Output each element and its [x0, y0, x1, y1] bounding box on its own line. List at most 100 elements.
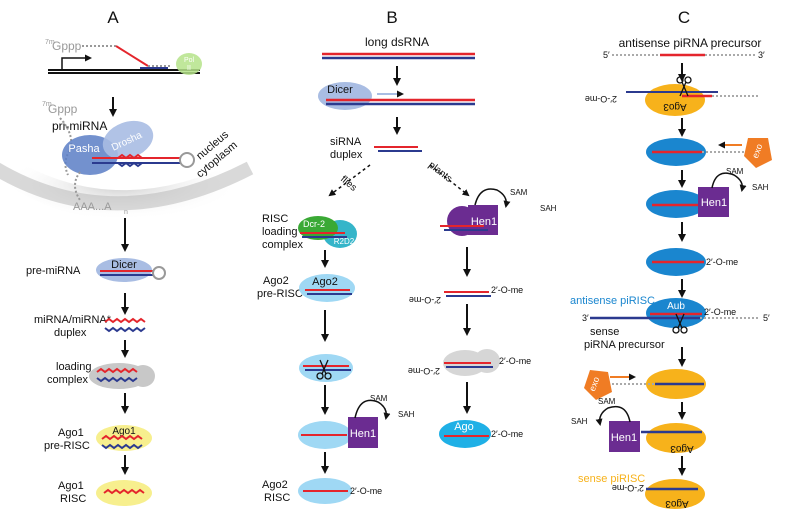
promoter-arrow: [61, 54, 92, 70]
sirna-label-2: duplex: [330, 149, 363, 161]
c-five-prime-1: 5′: [603, 50, 610, 60]
ago1-prerisc-label-2: pre-RISC: [44, 440, 90, 452]
polya-label: AAA...A: [73, 201, 112, 213]
dicer-a-label: Dicer: [111, 259, 137, 271]
risc-loading-label-3: complex: [262, 239, 303, 251]
hen1-c1-label: Hen1: [701, 197, 727, 209]
pasha-label: Pasha: [68, 143, 100, 155]
ago2-prerisc-label-2: pre-RISC: [257, 288, 303, 300]
long-dsrna-label: long dsRNA: [365, 35, 429, 49]
sense-label-1: sense: [590, 326, 619, 338]
sam-b-flies: SAM: [370, 394, 388, 403]
exo-c1-label: exo: [750, 142, 764, 159]
pol-ii-blob: [176, 53, 202, 75]
panel-c: C 5′ antisense piRNA precursor 3′ 2′-O-m…: [570, 8, 772, 509]
scissors-c2-icon: [672, 313, 688, 334]
ago2-risc-label-1: Ago2: [262, 479, 288, 491]
ome-b-plants-2: 2′-O-me: [499, 356, 531, 366]
ome-b-flies: 2′-O-me: [350, 486, 382, 496]
ome-c5: 2′-O-me: [704, 307, 736, 317]
ome-b-plants-rev2: 2′-O-me: [408, 366, 440, 376]
svg-text:Pol: Pol: [184, 57, 195, 64]
duplex-label-2: duplex: [54, 327, 87, 339]
loading-label-1: loading: [56, 361, 91, 373]
pre-mirna-label: pre-miRNA: [26, 265, 81, 277]
duplex-label-1: miRNA/miRNA*: [34, 314, 112, 326]
panel-b-title: B: [386, 8, 397, 27]
cap-superscript: 7m: [45, 39, 55, 46]
ago1-blob-label: Ago1: [112, 426, 136, 437]
sah-b-plants: SAH: [540, 204, 557, 213]
svg-text:II: II: [187, 65, 191, 72]
r2d2-label: R2D2: [334, 237, 355, 246]
ome-c4: 2′-O-me: [706, 257, 738, 267]
polya-subscript: n: [124, 209, 128, 216]
ago3-c1-label: Ago3: [663, 101, 687, 112]
svg-text:7m: 7m: [42, 101, 52, 108]
exo-c2: [584, 370, 612, 400]
ago2-blob-label: Ago2: [312, 276, 338, 288]
ago3-c3-label: Ago3: [670, 443, 694, 454]
panel-a-title: A: [107, 8, 119, 27]
exo-c1: [744, 138, 772, 168]
ago2-cleavage-blob: [299, 354, 353, 382]
ome-b-plants-3: 2′-O-me: [491, 429, 523, 439]
drosha: [102, 120, 154, 160]
ome-b-plants-rev: 2′-O-me: [409, 295, 441, 305]
risc-loading-label-2: loading: [262, 226, 297, 238]
sah-b-flies: SAH: [398, 410, 415, 419]
panel-a: A 7m Gppp Pol II nucleus cytoplasm 7m Gp…: [0, 8, 254, 506]
c-three-prime-1: 3′: [758, 50, 765, 60]
ago-plant-blob: [439, 420, 491, 448]
sense-label-2: piRNA precursor: [584, 339, 665, 351]
panel-b: B long dsRNA Dicer siRNA duplex flies pl…: [257, 8, 557, 504]
ago-plant-label: Ago: [454, 421, 474, 433]
ago3-c4-label: Ago3: [665, 498, 689, 509]
pri-cap-label: Gppp: [48, 102, 78, 116]
plants-label: plants: [426, 160, 454, 185]
risc-label-2: RISC: [60, 493, 86, 505]
antisense-pirisc-label: antisense piRISC: [570, 295, 655, 307]
sam-c2: SAM: [598, 397, 616, 406]
c-three-prime-2: 3′: [582, 313, 589, 323]
sah-c1: SAH: [752, 183, 769, 192]
ago1-risc-blob: [96, 480, 152, 506]
ago3-c3: [646, 423, 706, 453]
hen1-c2: [609, 421, 640, 452]
scissors-c1-icon: [676, 76, 692, 97]
ome-b-plants-1: 2′-O-me: [491, 285, 523, 295]
dicer-b-label: Dicer: [327, 84, 353, 96]
ago3-c4: [645, 479, 705, 509]
aub-label: Aub: [667, 301, 685, 312]
flies-label: flies: [338, 174, 359, 194]
ome-c1-rev: 2′-O-me: [585, 94, 617, 104]
risc-label-1: Ago1: [58, 480, 84, 492]
loading-label-2: complex: [47, 374, 88, 386]
sam-b-plants: SAM: [510, 188, 528, 197]
hen1-b-flies: [348, 417, 378, 448]
exo-c2-label: exo: [587, 375, 601, 392]
mirna-strand: [104, 317, 146, 324]
ome-c6-rev: 2′-O-me: [612, 483, 644, 493]
hen1-c1: [698, 187, 729, 217]
pri-mirna-label: pri-miRNA: [52, 119, 107, 133]
ago1-prerisc-label-1: Ago1: [58, 427, 84, 439]
mirna-star-strand: [104, 326, 146, 333]
ago2-prerisc-label-1: Ago2: [263, 275, 289, 287]
sirna-label-1: siRNA: [330, 136, 362, 148]
c-five-prime-2: 5′: [763, 313, 770, 323]
hen1-b-flies-label: Hen1: [350, 428, 376, 440]
sense-pirisc-label: sense piRISC: [578, 473, 645, 485]
sah-c2: SAH: [571, 417, 588, 426]
ago2-risc-label-2: RISC: [264, 492, 290, 504]
cap-label: Gppp: [52, 39, 82, 53]
risc-loading-label-1: RISC: [262, 213, 288, 225]
antisense-precursor-label: antisense piRNA precursor: [619, 36, 762, 50]
scissors-icon: [316, 359, 332, 380]
pri-mirna-gene: 7m Gppp Pol II: [45, 39, 202, 75]
hen1-c2-label: Hen1: [611, 432, 637, 444]
panel-c-title: C: [678, 8, 690, 27]
sam-c1: SAM: [726, 167, 744, 176]
microprocessor: 7m Gppp pri-miRNA Pasha Drosha AAA...A n: [42, 101, 195, 216]
